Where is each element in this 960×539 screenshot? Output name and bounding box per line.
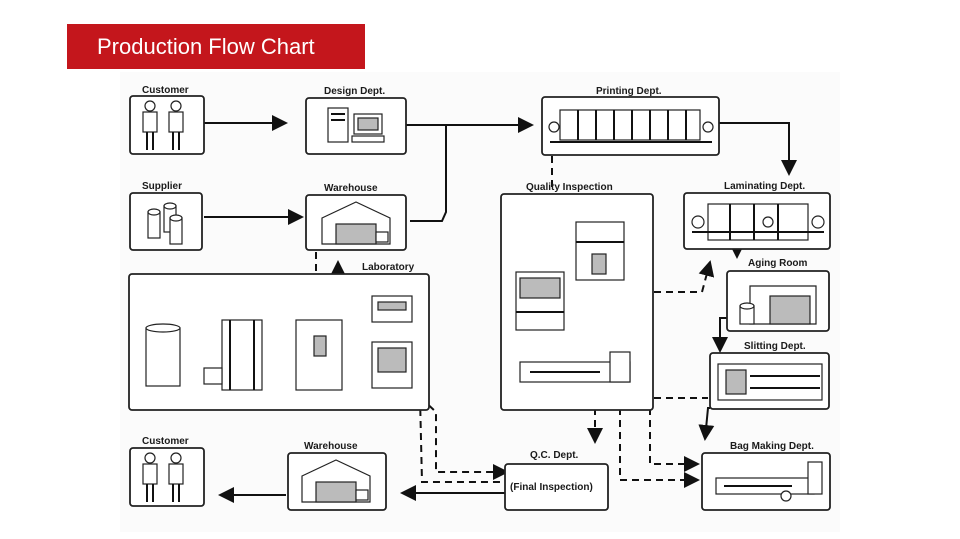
customer-bottom-box <box>129 447 205 507</box>
people-icon <box>142 100 184 150</box>
customer-bottom-node: Customer <box>129 436 205 507</box>
lab-equipment-icon <box>145 295 413 391</box>
arrow-slitting-to-bag <box>698 407 715 441</box>
warehouse-icon <box>321 201 391 245</box>
customer-top-node: Customer <box>129 85 205 155</box>
paper-rolls-icon <box>147 202 183 245</box>
warehouse-top-label: Warehouse <box>324 183 378 194</box>
inspection-machine-icon <box>515 221 631 383</box>
computer-icon <box>327 107 385 143</box>
bag-node: Bag Making Dept. <box>701 441 831 511</box>
design-label: Design Dept. <box>324 86 385 97</box>
customer-bottom-label: Customer <box>142 436 189 447</box>
warehouse-icon <box>301 459 371 503</box>
quality-node: Quality Inspection <box>500 182 654 411</box>
printing-label: Printing Dept. <box>596 86 662 97</box>
qc-label: Q.C. Dept. <box>530 450 579 461</box>
laminating-label: Laminating Dept. <box>724 181 805 192</box>
aging-node: Aging Room <box>726 258 830 332</box>
laboratory-node: Laboratory <box>128 262 430 411</box>
design-node: Design Dept. <box>305 86 407 155</box>
slitting-node: Slitting Dept. <box>709 341 830 410</box>
quality-label: Quality Inspection <box>526 182 613 193</box>
qc-sublabel: (Final Inspection) <box>510 482 593 493</box>
laminator-icon <box>691 203 825 241</box>
printing-node: Printing Dept. <box>541 86 720 156</box>
flow-chart: Customer Design Dept. Printing Dept. Sup… <box>128 85 831 511</box>
dashed-lab-to-qc-2 <box>419 396 506 483</box>
printing-press-icon <box>548 109 714 143</box>
aging-room-icon <box>739 285 817 325</box>
slitter-icon <box>717 363 823 401</box>
dashed-quality-to-bag-2 <box>649 408 700 472</box>
qc-node: Q.C. Dept. (Final Inspection) <box>504 450 609 511</box>
warehouse-bottom-label: Warehouse <box>304 441 358 452</box>
arrow-aging-to-slitting <box>712 317 729 353</box>
page-title: Production Flow Chart <box>97 33 315 59</box>
supplier-node: Supplier <box>129 181 203 251</box>
slitting-label: Slitting Dept. <box>744 341 806 352</box>
warehouse-top-node: Warehouse <box>305 183 407 251</box>
title-banner: Production Flow Chart <box>67 24 365 69</box>
connectors <box>204 115 797 503</box>
dashed-quality-to-bag <box>619 408 700 488</box>
bag-machine-icon <box>715 461 823 502</box>
warehouse-bottom-node: Warehouse <box>287 441 387 511</box>
qc-box <box>504 463 609 511</box>
laboratory-label: Laboratory <box>362 262 415 273</box>
supplier-label: Supplier <box>142 181 182 192</box>
customer-top-label: Customer <box>142 85 189 96</box>
laminating-node: Laminating Dept. <box>683 181 831 250</box>
customer-top-box <box>129 95 205 155</box>
dashed-quality-to-aging <box>654 260 715 293</box>
flow-chart-canvas: Customer Design Dept. Printing Dept. Sup… <box>120 72 840 532</box>
bag-label: Bag Making Dept. <box>730 441 814 452</box>
aging-label: Aging Room <box>748 258 808 269</box>
line-warehouse-to-main <box>410 125 447 222</box>
dashed-lab-to-qc <box>419 396 509 480</box>
arrow-printing-to-laminating <box>719 122 797 176</box>
people-icon <box>142 452 184 502</box>
